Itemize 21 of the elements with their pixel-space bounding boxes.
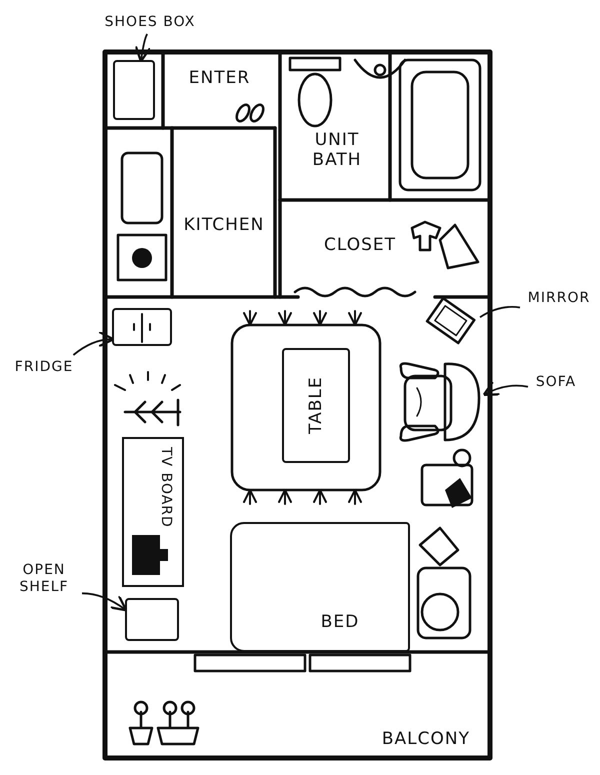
room-label: ENTER — [172, 60, 267, 96]
room-label: UNIT BATH — [290, 110, 384, 190]
tv-board-drawing: TV BOARD — [122, 437, 184, 587]
fridge-drawing — [112, 308, 172, 346]
callout-label: MIRROR — [520, 286, 598, 310]
leader-line — [480, 306, 520, 318]
shelf-drawing — [125, 598, 179, 641]
leader-line — [72, 331, 115, 356]
callout-label: FRIDGE — [4, 355, 84, 379]
leader-line — [82, 592, 128, 612]
callout-label: SHOES BOX — [100, 10, 200, 34]
bed-drawing: BED — [230, 522, 410, 652]
room-label: BALCONY — [108, 700, 488, 755]
leader-line — [482, 380, 528, 396]
room-label: KITCHEN — [180, 170, 268, 280]
room-label: CLOSET — [290, 215, 430, 275]
callout-label: SOFA — [528, 370, 584, 394]
table-drawing: TABLE — [282, 348, 350, 463]
leader-line — [134, 34, 152, 63]
shoes-box-drawing — [113, 60, 155, 120]
callout-label: OPEN SHELF — [6, 558, 82, 600]
